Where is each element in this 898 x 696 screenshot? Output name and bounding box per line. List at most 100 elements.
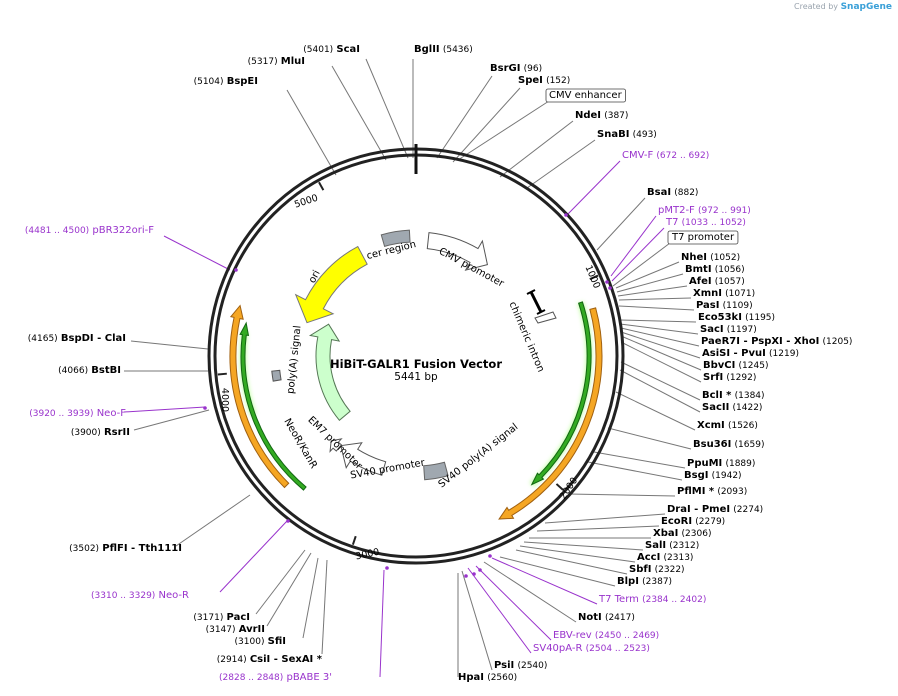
label-position: (3502): [69, 544, 99, 554]
map-label-t7-term: T7 Term (2384 .. 2402): [598, 594, 706, 605]
label-name: SnaBI: [597, 129, 629, 140]
label-position: (2312): [669, 541, 699, 551]
label-leader-lines: [123, 58, 702, 678]
map-label-pflfi-tth111i: (3502) PflFI - Tth111I: [69, 543, 182, 554]
plasmid-size: 5441 bp: [394, 371, 438, 383]
label-position: (2560): [487, 673, 517, 683]
map-label-bsrgi: BsrGI (96): [490, 63, 542, 74]
leader-line: [619, 319, 697, 323]
chimeric-intron-feature: [529, 291, 543, 313]
leader-line: [607, 427, 692, 450]
label-name: AfeI: [689, 276, 712, 287]
label-position: (96): [524, 64, 542, 74]
tick-mark: [351, 535, 357, 546]
label-position: (1245): [739, 361, 769, 371]
label-name: BmtI: [685, 264, 712, 275]
label-name: BspEI: [227, 76, 258, 87]
label-name: PflMI *: [677, 486, 715, 497]
label-position: (4165): [28, 334, 58, 344]
leader-line: [452, 87, 521, 163]
primer-site-mark: [472, 572, 476, 576]
tick-label: 1000: [583, 264, 603, 291]
label-position: (152): [546, 76, 570, 86]
label-name: SalI: [645, 540, 666, 551]
map-label-asisi-pvui: AsiSI - PvuI (1219): [702, 348, 799, 359]
leader-line: [618, 297, 692, 301]
label-name: PflFI - Tth111I: [102, 543, 182, 554]
label-position: (1033 .. 1052): [682, 218, 746, 228]
map-label-rsrii: (3900) RsrII: [71, 427, 130, 438]
label-position: (1205): [823, 337, 853, 347]
map-label-paci: (3171) PacI: [193, 612, 250, 623]
map-label-bspei: (5104) BspEI: [194, 76, 258, 87]
map-label-sv40pa-r: SV40pA-R (2504 .. 2523): [533, 643, 650, 654]
neo-cds-outer-arrow: [229, 304, 290, 489]
label-name: SbfI: [629, 564, 651, 575]
map-label-pflmi: PflMI * (2093): [677, 486, 747, 497]
map-label-avrii: (3147) AvrII: [206, 624, 265, 635]
leader-line: [610, 215, 657, 277]
map-label-eco53ki: Eco53kI (1195): [698, 312, 775, 323]
label-position: (672 .. 692): [656, 151, 709, 161]
intron-cap: [536, 309, 546, 315]
label-position: (493): [633, 130, 657, 140]
label-position: (1219): [769, 349, 799, 359]
label-position: (2387): [642, 577, 672, 587]
leader-line: [596, 197, 646, 251]
leader-line: [475, 565, 552, 641]
label-name: T7: [665, 217, 678, 228]
label-name: BsaI: [647, 187, 671, 198]
label-name: EcoRI: [661, 516, 692, 527]
map-label-neo-f: (3920 .. 3939) Neo-F: [29, 408, 126, 419]
map-label-bsgi: BsgI (1942): [684, 470, 742, 481]
leader-line: [133, 409, 210, 431]
neor-kanr-feature: [308, 323, 351, 421]
label-position: (3310 .. 3329): [91, 591, 155, 601]
map-label-saci: SacI (1197): [700, 324, 757, 335]
label-name: SacI: [700, 324, 724, 335]
leader-line: [615, 261, 680, 289]
map-label-bglii: BglII (5436): [414, 44, 473, 55]
tick-mark: [217, 372, 227, 376]
label-position: (4066): [58, 366, 88, 376]
map-label-snabi: SnaBI (493): [597, 129, 657, 140]
leader-line: [321, 559, 328, 655]
label-name: BlpI: [617, 576, 639, 587]
primer-site-mark: [286, 519, 290, 523]
map-label-neo-r: (3310 .. 3329) Neo-R: [91, 590, 189, 601]
leader-line: [565, 160, 621, 217]
sv40-polya-feature: [423, 461, 449, 481]
label-position: (5104): [194, 77, 224, 87]
leader-line: [483, 561, 577, 623]
t7-promoter-box: [667, 230, 739, 245]
label-name: PpuMI: [687, 458, 722, 469]
label-position: (3147): [206, 625, 236, 635]
label-name: Neo-F: [97, 408, 127, 419]
primer-site-mark: [564, 213, 568, 217]
primer-site-mark: [203, 406, 207, 410]
galr1-green-arrow: [530, 301, 592, 486]
label-position: (1526): [728, 421, 758, 431]
tick-mark: [589, 274, 599, 281]
map-label-bbvci: BbvCI (1245): [703, 360, 768, 371]
primer-site-mark: [478, 568, 482, 572]
label-name: NotI: [578, 612, 602, 623]
label-position: (3100): [235, 637, 265, 647]
label-position: (3171): [193, 613, 223, 623]
leader-line: [499, 556, 616, 587]
map-label-afei: AfeI (1057): [689, 276, 745, 287]
leader-line: [175, 494, 251, 547]
label-position: (2914): [217, 655, 247, 665]
label-position: (2274): [733, 505, 763, 515]
label-position: (1889): [725, 459, 755, 469]
leader-line: [499, 120, 574, 178]
label-position: (2306): [682, 529, 712, 539]
leader-line: [365, 58, 409, 159]
map-label-pbr322ori-f: (4481 .. 4500) pBR322ori-F: [25, 225, 154, 236]
label-position: (2504 .. 2523): [586, 644, 650, 654]
label-position: (3920 .. 3939): [29, 409, 93, 419]
sv40-polya-label: SV40 poly(A) signal: [437, 422, 521, 491]
primer-site-mark: [488, 554, 492, 558]
label-position: (1052): [710, 253, 740, 263]
